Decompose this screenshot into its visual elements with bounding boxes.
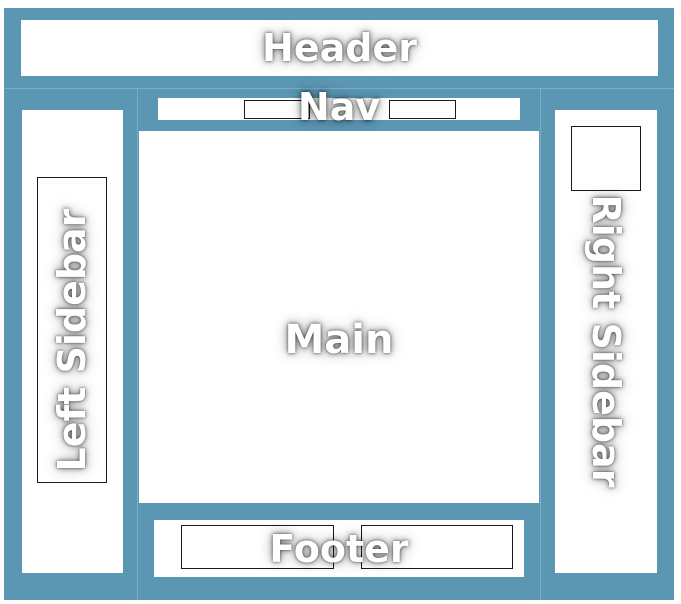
footer-item-2 — [361, 525, 513, 569]
left-sidebar-inner-box — [37, 177, 107, 483]
footer-label: Footer — [269, 527, 409, 571]
header-divider — [4, 88, 674, 89]
right-sidebar-inner-box — [571, 126, 641, 191]
footer-item-1 — [181, 525, 334, 569]
left-column-divider — [137, 88, 138, 600]
right-column-divider — [540, 88, 541, 600]
left-sidebar-label: Left Sidebar — [50, 208, 94, 472]
nav-label: Nav — [297, 85, 381, 129]
nav-item-1 — [244, 100, 310, 119]
main-label: Main — [284, 317, 394, 363]
nav-item-2 — [389, 100, 456, 119]
header-region — [21, 20, 658, 76]
main-region — [139, 131, 539, 503]
right-sidebar-label: Right Sidebar — [584, 194, 628, 488]
header-label: Header — [262, 26, 417, 70]
